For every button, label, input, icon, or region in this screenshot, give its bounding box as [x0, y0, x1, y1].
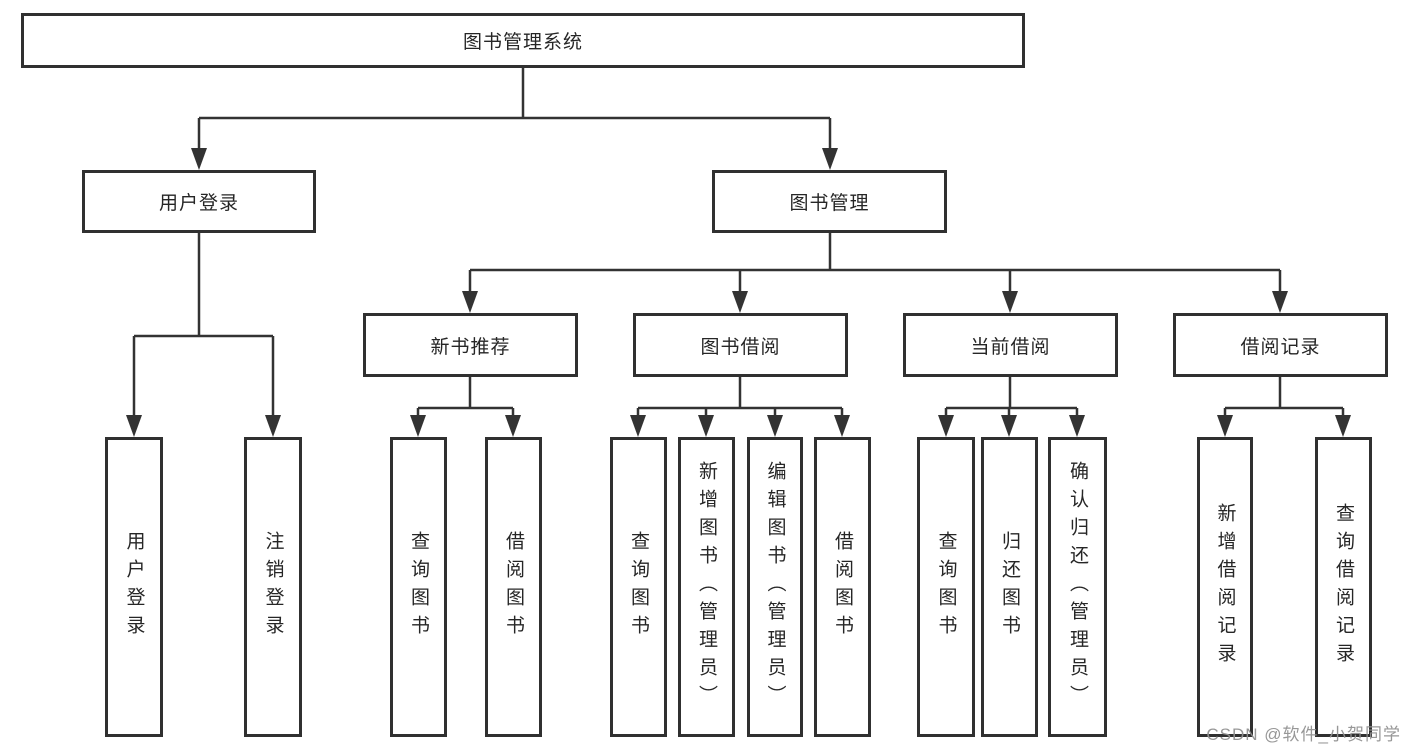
leaf-return-books: 归还图书	[981, 437, 1038, 737]
leaf-edit-books-admin: 编辑图书（管理员）	[747, 437, 803, 737]
leaf-add-borrow-record: 新增借阅记录	[1197, 437, 1253, 737]
leaf-add-books-admin: 新增图书（管理员）	[678, 437, 735, 737]
leaf-query-books-borrow: 查询图书	[610, 437, 667, 737]
arrowheads	[126, 148, 1351, 437]
leaf-query-borrow-record: 查询借阅记录	[1315, 437, 1372, 737]
leaf-query-books-current: 查询图书	[917, 437, 975, 737]
leaf-user-login: 用户登录	[105, 437, 163, 737]
leaf-borrow-books-recommend: 借阅图书	[485, 437, 542, 737]
node-borrow-records: 借阅记录	[1173, 313, 1388, 377]
leaf-confirm-return-admin: 确认归还（管理员）	[1048, 437, 1107, 737]
node-user-login: 用户登录	[82, 170, 316, 233]
leaf-logout: 注销登录	[244, 437, 302, 737]
node-book-management: 图书管理	[712, 170, 947, 233]
node-current-borrow: 当前借阅	[903, 313, 1118, 377]
node-book-borrow: 图书借阅	[633, 313, 848, 377]
watermark: CSDN @软件_小贺同学	[1206, 725, 1401, 744]
node-new-book-recommend: 新书推荐	[363, 313, 578, 377]
leaf-borrow-books: 借阅图书	[814, 437, 871, 737]
node-library-management-system: 图书管理系统	[21, 13, 1025, 68]
leaf-query-books-recommend: 查询图书	[390, 437, 447, 737]
